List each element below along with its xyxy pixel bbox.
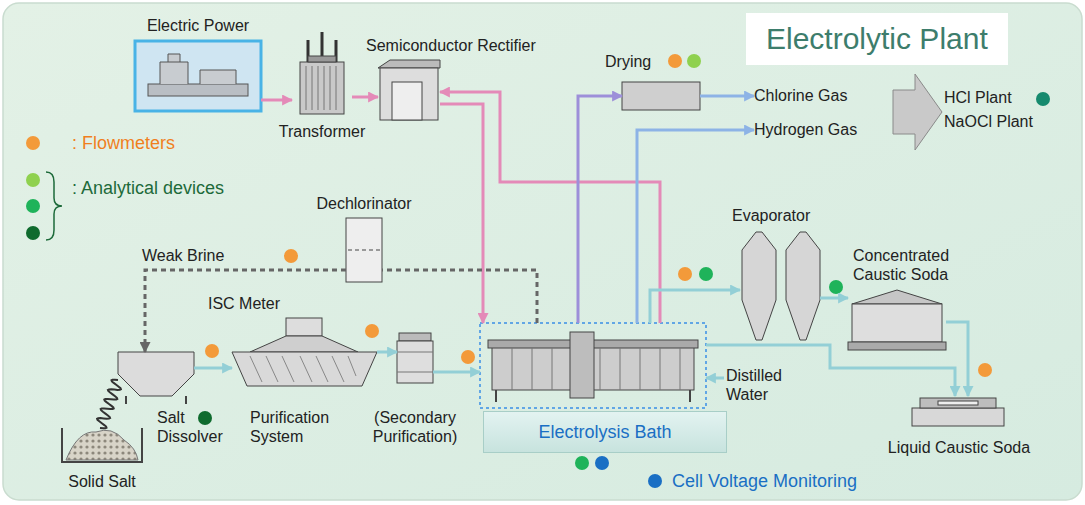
node-label: Transformer	[262, 122, 382, 141]
flow-connector	[706, 377, 724, 380]
flow-connector	[700, 95, 754, 98]
caustic-soda-outlet: Liquid Caustic Soda	[912, 396, 1004, 426]
node-label: (Secondary Purification)	[357, 408, 473, 446]
node-label: Solid Salt	[42, 472, 162, 491]
node-label: Evaporator	[732, 206, 810, 225]
node-label: Chlorine Gas	[754, 86, 847, 105]
gas-outlet: Chlorine Gas	[754, 86, 874, 106]
flow-connector	[352, 96, 378, 99]
legend-swatch	[648, 474, 662, 488]
node-band-label: Electrolysis Bath	[483, 411, 727, 453]
flow-connector	[377, 351, 397, 354]
salt-dissolver: Salt Dissolver	[118, 352, 194, 396]
legend-text: Cell Voltage Monitoring	[672, 471, 857, 492]
water-inlet: Distilled Water	[724, 366, 804, 406]
flow-connector	[578, 96, 622, 323]
legend-swatch	[26, 136, 40, 150]
flow-connector	[820, 297, 848, 300]
node-label: ISC Meter	[208, 294, 280, 313]
flow-connector	[440, 92, 660, 323]
node-label: Semiconductor Rectifier	[366, 36, 536, 55]
node-label: Liquid Caustic Soda	[874, 438, 1044, 457]
flow-connector	[637, 130, 754, 323]
flow-connector	[440, 104, 483, 323]
node-label: Electric Power	[133, 16, 263, 35]
flow-connector	[433, 371, 480, 374]
node-label: Purification System	[250, 408, 360, 446]
downstream-plant: HCl PlantNaOCl Plant	[942, 88, 1062, 138]
purification-system: ISC MeterPurification System	[232, 318, 377, 386]
dryer: Drying	[622, 82, 700, 110]
storage-tank: Concentrated Caustic Soda	[848, 290, 946, 350]
node-label: Salt Dissolver	[157, 408, 237, 446]
salt-pit: Solid Salt	[62, 428, 142, 462]
node-label: Drying	[605, 52, 651, 71]
flow-connector	[194, 367, 232, 370]
node-label: HCl Plant	[944, 88, 1012, 107]
power-box: Electric Power	[135, 41, 261, 111]
diagram-title: Electrolytic Plant	[746, 13, 1008, 65]
flow-connector	[946, 322, 968, 396]
flow-connector	[261, 99, 292, 102]
legend-text: : Analytical devices	[72, 178, 224, 199]
legend-text: : Flowmeters	[72, 133, 175, 154]
node-label: Hydrogen Gas	[754, 120, 857, 139]
transformer: Transformer	[292, 32, 352, 118]
evaporator: Evaporator	[740, 232, 820, 340]
node-label: Distilled Water	[726, 366, 804, 404]
node-label: Concentrated Caustic Soda	[853, 246, 983, 284]
legend-swatch	[26, 173, 40, 187]
node-label: NaOCl Plant	[944, 112, 1033, 131]
flow-connector	[145, 270, 346, 352]
flow-connector	[97, 380, 121, 429]
rectifier: Semiconductor Rectifier	[378, 60, 440, 122]
gas-outlet: Hydrogen Gas	[754, 120, 879, 140]
edge-label: Weak Brine	[142, 246, 224, 265]
electrolysis-bath: Electrolysis Bath	[480, 323, 706, 408]
flow-connector	[650, 290, 740, 323]
node-label: Dechlorinator	[296, 194, 432, 213]
flow-connector	[382, 270, 537, 323]
dechlorinator: Dechlorinator	[346, 218, 382, 282]
secondary-purifier: (Secondary Purification)	[397, 333, 433, 383]
